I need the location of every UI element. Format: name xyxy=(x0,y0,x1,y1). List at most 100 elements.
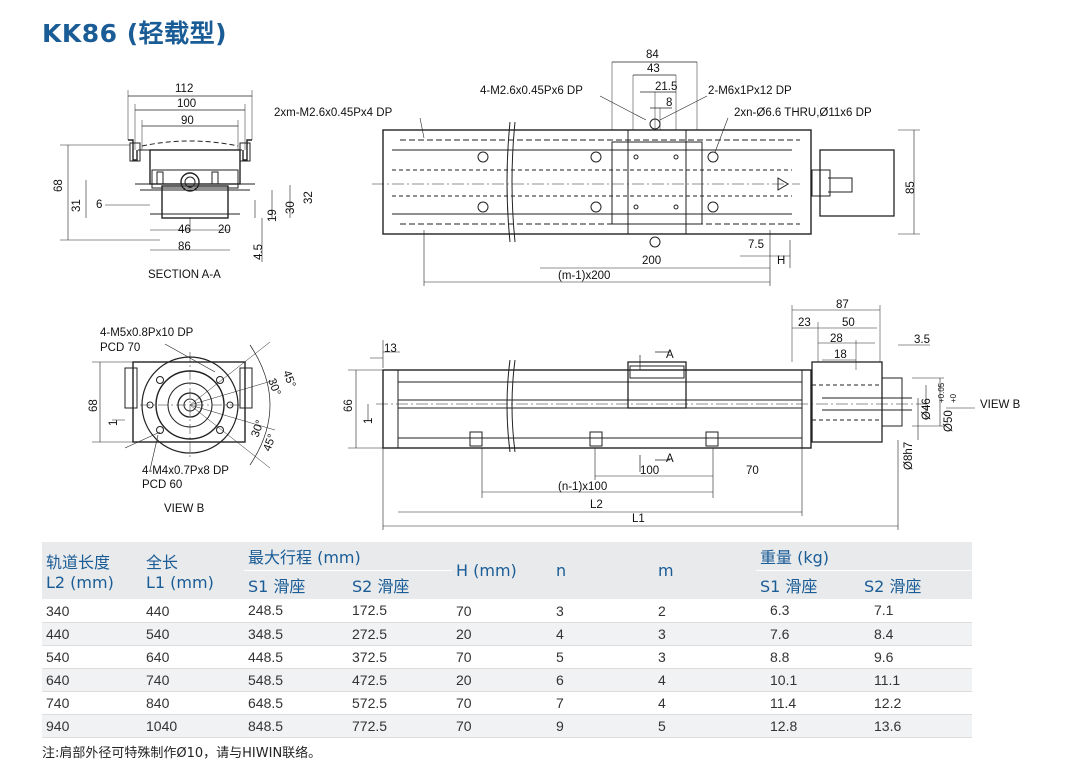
table-cell: 5 xyxy=(552,645,654,669)
dim-1-view-b: 1 xyxy=(108,420,120,426)
view-b-label: VIEW B xyxy=(164,503,205,515)
callout-pcd60: PCD 60 xyxy=(142,479,182,491)
table-cell: 3 xyxy=(654,645,756,669)
header-weight-s1: S1 滑座 xyxy=(756,570,860,599)
dim-dia-8h7: Ø8h7 xyxy=(903,442,915,470)
table-cell: 940 xyxy=(42,714,142,738)
table-cell: 272.5 xyxy=(348,622,452,646)
table-cell: 448.5 xyxy=(244,645,348,669)
dim-h: H xyxy=(777,255,785,267)
dim-200: 200 xyxy=(642,255,661,267)
dim-20: 20 xyxy=(218,224,231,236)
table-cell: 4 xyxy=(654,668,756,692)
table-cell: 340 xyxy=(42,599,142,623)
table-cell: 11.1 xyxy=(860,668,972,692)
side-view-drawing xyxy=(348,305,975,530)
table-cell: 540 xyxy=(42,645,142,669)
table-cell: 13.6 xyxy=(860,714,972,738)
table-cell: 640 xyxy=(142,645,244,669)
table-cell: 440 xyxy=(42,622,142,646)
header-h: H (mm) xyxy=(452,542,552,600)
technical-drawing: 112 100 90 68 31 6 46 20 86 19 30 32 4.5… xyxy=(53,49,1021,530)
header-m: m xyxy=(654,542,756,600)
dim-84: 84 xyxy=(646,49,659,61)
angle-30-top: 30° xyxy=(265,377,282,397)
table-cell: 9.6 xyxy=(860,645,972,669)
table-cell: 12.8 xyxy=(756,714,860,738)
callout-pcd70: PCD 70 xyxy=(100,342,140,354)
dim-100: 100 xyxy=(177,98,196,110)
table-cell: 10.1 xyxy=(756,668,860,692)
top-view-drawing xyxy=(372,61,920,286)
table-cell: 248.5 xyxy=(244,599,348,623)
dim-43: 43 xyxy=(647,63,660,75)
table-cell: 648.5 xyxy=(244,691,348,715)
dim-68-view-b: 68 xyxy=(88,399,100,412)
callout-m2-6-px4: 2xm-M2.6x0.45Px4 DP xyxy=(274,107,393,119)
callout-m6-px12: 2-M6x1Px12 DP xyxy=(708,85,792,97)
dim-l2: L2 xyxy=(590,499,603,511)
table-cell: 4 xyxy=(552,622,654,646)
header-weight-s2: S2 滑座 xyxy=(860,570,972,599)
table-cell: 6 xyxy=(552,668,654,692)
dim-70: 70 xyxy=(746,465,759,477)
dim-86: 86 xyxy=(178,241,191,253)
dim-dia-46: Ø46 xyxy=(921,398,933,420)
dim-32: 32 xyxy=(303,191,315,204)
table-cell: 3 xyxy=(552,599,654,623)
table-cell: 20 xyxy=(452,622,552,646)
header-l2: 轨道长度 L2 (mm) xyxy=(42,542,142,600)
dim-4-5: 4.5 xyxy=(253,244,265,260)
table-cell: 440 xyxy=(142,599,244,623)
dim-n-minus-1-x100: (n-1)x100 xyxy=(558,481,607,493)
section-aa-label: SECTION A-A xyxy=(148,269,221,281)
table-cell: 572.5 xyxy=(348,691,452,715)
table-cell: 70 xyxy=(452,645,552,669)
angle-45-bottom: 45° xyxy=(262,433,279,453)
dim-21-5: 21.5 xyxy=(655,81,677,93)
dim-19: 19 xyxy=(267,209,279,222)
callout-thru-holes: 2xn-Ø6.6 THRU,Ø11x6 DP xyxy=(734,107,872,119)
dim-100: 100 xyxy=(640,465,659,477)
dim-tol-upper: +0.05 xyxy=(937,382,946,403)
dim-13: 13 xyxy=(384,343,397,355)
dim-tol-lower: +0 xyxy=(949,393,958,403)
page-title: KK86 (轻载型) xyxy=(42,19,228,48)
table-cell: 8.4 xyxy=(860,622,972,646)
angle-30-bottom: 30° xyxy=(250,419,267,439)
table-cell: 3 xyxy=(654,622,756,646)
table-cell: 348.5 xyxy=(244,622,348,646)
table-cell: 372.5 xyxy=(348,645,452,669)
angle-45-top: 45° xyxy=(280,369,297,389)
table-cell: 740 xyxy=(142,668,244,692)
table-cell: 5 xyxy=(654,714,756,738)
view-b-drawing xyxy=(92,341,276,471)
table-cell: 4 xyxy=(654,691,756,715)
dim-85: 85 xyxy=(905,181,917,194)
table-cell: 7 xyxy=(552,691,654,715)
table-cell: 70 xyxy=(452,714,552,738)
table-cell: 540 xyxy=(142,622,244,646)
table-cell: 548.5 xyxy=(244,668,348,692)
view-b-arrow-label: VIEW B xyxy=(980,399,1021,411)
table-cell: 640 xyxy=(42,668,142,692)
dim-31: 31 xyxy=(71,199,83,212)
dim-m-minus-1-x200: (m-1)x200 xyxy=(558,270,610,282)
dim-1-side: 1 xyxy=(363,418,375,424)
header-stroke-s1: S1 滑座 xyxy=(244,570,348,599)
callout-m5-px10: 4-M5x0.8Px10 DP xyxy=(100,327,194,339)
header-stroke-s2: S2 滑座 xyxy=(348,570,452,599)
header-n: n xyxy=(552,542,654,600)
dim-90: 90 xyxy=(181,115,194,127)
dim-6: 6 xyxy=(96,199,102,211)
table-cell: 7.6 xyxy=(756,622,860,646)
header-l1: 全长 L1 (mm) xyxy=(142,542,244,600)
table-cell: 7.1 xyxy=(860,599,972,623)
dim-23: 23 xyxy=(798,317,811,329)
table-cell: 6.3 xyxy=(756,599,860,623)
